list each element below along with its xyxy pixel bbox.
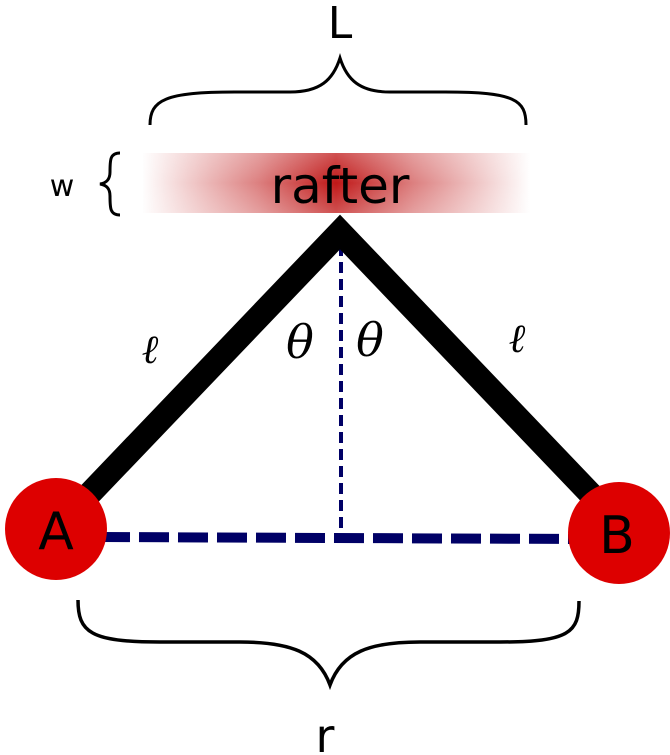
- bottom-length-label: r: [316, 709, 335, 755]
- node-a: [5, 478, 107, 580]
- left-leg-label: ℓ: [142, 327, 159, 373]
- width-brace: [99, 151, 121, 217]
- rafter-label: rafter: [271, 157, 410, 215]
- right-angle-label: θ: [356, 313, 384, 367]
- node-a-label: A: [38, 502, 74, 562]
- horizontal-dashed-line: [99, 532, 576, 544]
- width-label: w: [50, 169, 75, 204]
- node-b-label: B: [599, 506, 635, 566]
- bottom-brace: [76, 599, 581, 691]
- left-angle-label: θ: [286, 315, 314, 369]
- top-length-label: L: [328, 0, 353, 49]
- top-brace: [148, 53, 528, 126]
- right-leg-label: ℓ: [509, 316, 526, 362]
- rafter-legs: [46, 214, 634, 539]
- node-b: [568, 482, 670, 584]
